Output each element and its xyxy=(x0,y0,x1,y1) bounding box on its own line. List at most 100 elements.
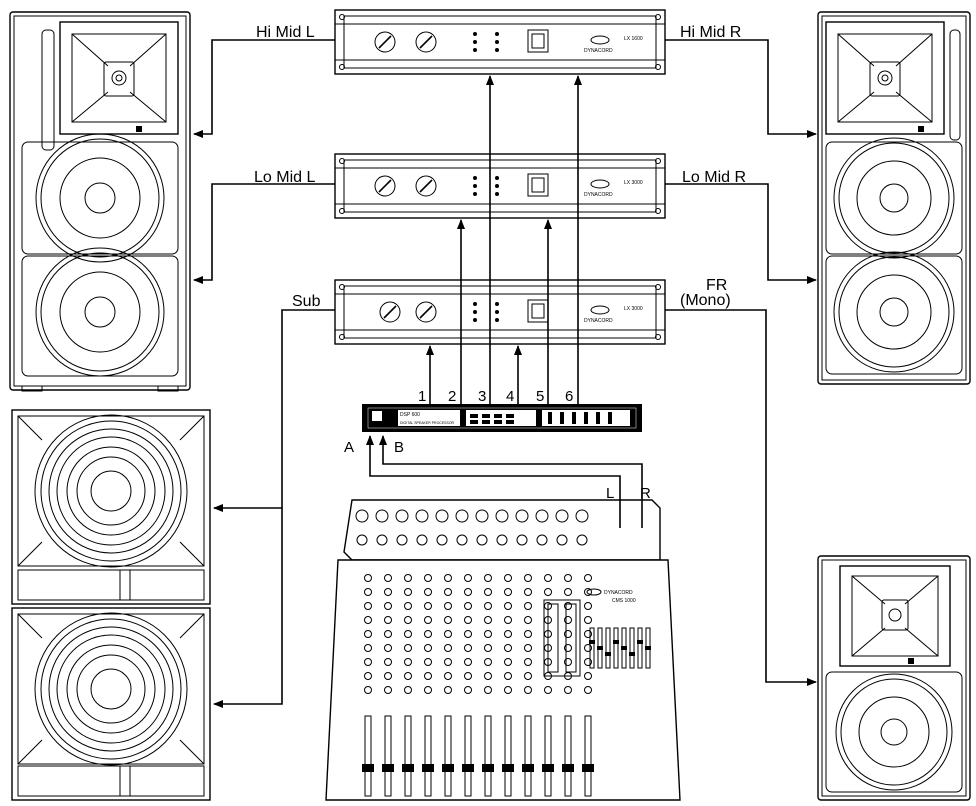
knob-icon xyxy=(584,574,592,582)
knob-icon xyxy=(404,686,412,694)
power-switch-icon xyxy=(527,29,549,53)
knob-icon xyxy=(384,644,392,652)
knob-icon xyxy=(564,644,572,652)
knob-icon xyxy=(484,602,492,610)
knob-icon xyxy=(524,686,532,694)
knob-icon xyxy=(404,616,412,624)
jack-input-icon xyxy=(416,534,428,546)
graphic-eq-knob xyxy=(621,646,627,650)
graphic-eq-slider xyxy=(605,627,611,669)
knob-icon xyxy=(464,686,472,694)
fader-cap xyxy=(582,764,594,772)
knob-icon xyxy=(384,658,392,666)
knob-icon xyxy=(384,630,392,638)
graphic-eq-knob xyxy=(637,640,643,644)
gain-knob-icon xyxy=(415,175,437,197)
fader-cap xyxy=(522,764,534,772)
jack-input-icon xyxy=(436,534,448,546)
knob-icon xyxy=(524,588,532,596)
knob-icon xyxy=(444,574,452,582)
knob-icon xyxy=(524,672,532,680)
knob-icon xyxy=(584,588,592,596)
sub-upper-cable xyxy=(213,309,335,512)
knob-icon xyxy=(564,630,572,638)
knob-icon xyxy=(504,630,512,638)
knob-icon xyxy=(524,644,532,652)
gain-knob-icon xyxy=(379,301,401,323)
knob-icon xyxy=(484,686,492,694)
mixer-brand: DYNACORD xyxy=(604,590,633,596)
output-3-label: 3 xyxy=(478,388,486,405)
fader-cap xyxy=(362,764,374,772)
fader-cap xyxy=(442,764,454,772)
amp-brand-label: DYNACORD xyxy=(584,318,613,324)
output-2-label: 2 xyxy=(448,388,456,405)
xlr-input-icon xyxy=(415,509,429,523)
lo-mid-left-label: Lo Mid L xyxy=(254,169,315,186)
fr-mono-cable xyxy=(665,309,817,686)
knob-icon xyxy=(364,588,372,596)
knob-icon xyxy=(524,602,532,610)
knob-icon xyxy=(404,672,412,680)
knob-icon xyxy=(364,616,372,624)
knob-icon xyxy=(444,588,452,596)
knob-icon xyxy=(444,672,452,680)
jack-input-icon xyxy=(356,534,368,546)
fader-cap xyxy=(382,764,394,772)
knob-icon xyxy=(504,602,512,610)
knob-icon xyxy=(364,644,372,652)
knob-icon xyxy=(504,686,512,694)
gain-knob-icon xyxy=(374,175,396,197)
knob-icon xyxy=(564,616,572,624)
power-switch-icon xyxy=(527,173,549,197)
knob-icon xyxy=(444,658,452,666)
knob-icon xyxy=(364,672,372,680)
fader-cap xyxy=(422,764,434,772)
knob-icon xyxy=(544,574,552,582)
knob-icon xyxy=(424,686,432,694)
jack-input-icon xyxy=(496,534,508,546)
hi-mid-left-cable xyxy=(193,39,335,138)
mixer-left-output-label: L xyxy=(606,485,614,502)
fader-track xyxy=(524,715,532,797)
output-5-label: 5 xyxy=(536,388,544,405)
amplifier-bottom: DYNACORD LX 3000 xyxy=(334,279,666,345)
knob-icon xyxy=(584,686,592,694)
knob-icon xyxy=(584,630,592,638)
output-6-label: 6 xyxy=(565,388,573,405)
knob-icon xyxy=(504,574,512,582)
knob-icon xyxy=(364,574,372,582)
jack-input-icon xyxy=(476,534,488,546)
gain-knob-icon xyxy=(415,31,437,53)
woofer-icon xyxy=(21,133,179,263)
knob-icon xyxy=(384,602,392,610)
output-1-label: 1 xyxy=(418,388,426,405)
signal-wiring xyxy=(193,39,817,708)
input-a-label: A xyxy=(344,439,354,456)
knob-icon xyxy=(444,616,452,624)
knob-icon xyxy=(384,686,392,694)
knob-icon xyxy=(424,602,432,610)
knob-icon xyxy=(484,616,492,624)
fader-cap xyxy=(562,764,574,772)
woofer-icon xyxy=(825,671,963,793)
fader-track xyxy=(384,715,392,797)
knob-icon xyxy=(484,630,492,638)
knob-icon xyxy=(404,602,412,610)
knob-icon xyxy=(444,602,452,610)
knob-icon xyxy=(504,644,512,652)
knob-icon xyxy=(464,658,472,666)
knob-icon xyxy=(384,672,392,680)
knob-icon xyxy=(524,630,532,638)
graphic-eq-knob xyxy=(597,646,603,650)
knob-icon xyxy=(404,574,412,582)
fader-track xyxy=(424,715,432,797)
woofer-icon xyxy=(21,247,179,377)
knob-icon xyxy=(404,588,412,596)
graphic-eq-knob xyxy=(645,646,651,650)
fader-cap xyxy=(482,764,494,772)
fader-cap xyxy=(402,764,414,772)
subwoofer-icon xyxy=(34,612,188,766)
mixer-left-to-input-a xyxy=(366,435,621,528)
knob-icon xyxy=(524,658,532,666)
